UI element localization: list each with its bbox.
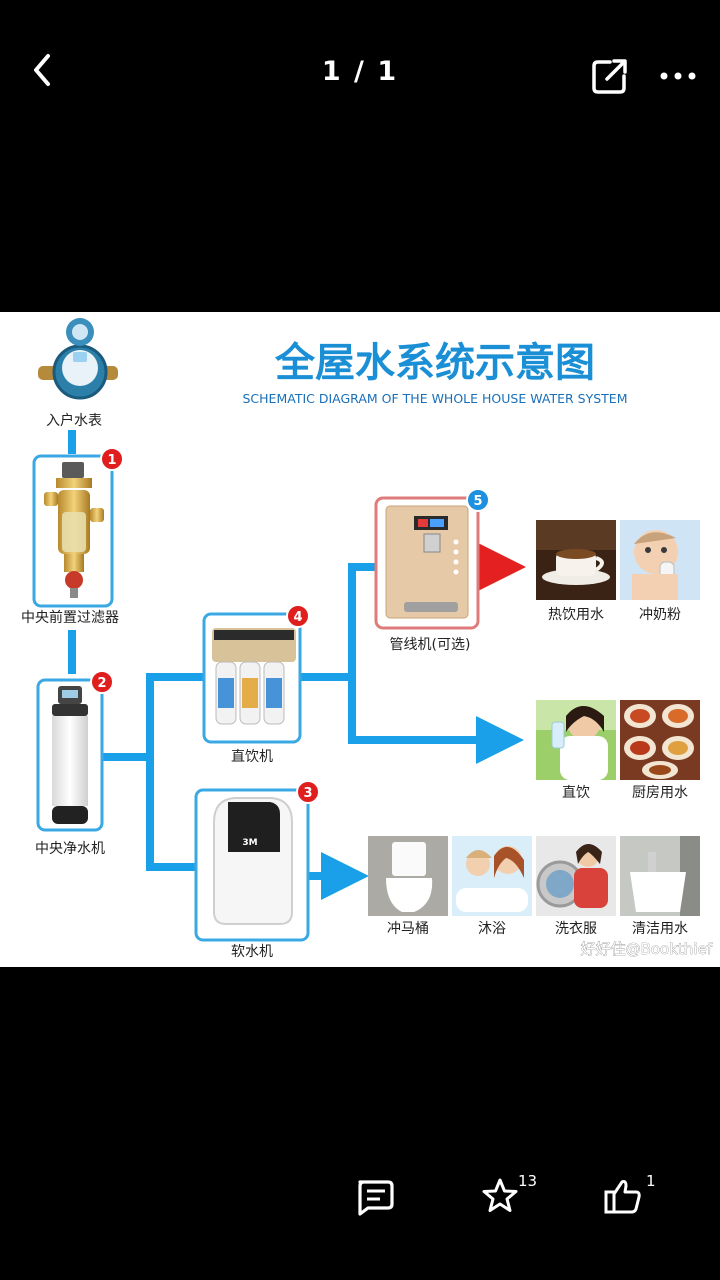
photo-toilet [368,836,448,916]
central-purifier-badge-number: 2 [97,676,106,691]
label-baby-milk: 冲奶粉 [639,607,681,623]
share-button[interactable] [590,56,630,96]
back-button[interactable] [24,50,64,90]
chevron-left-icon [34,54,50,86]
photo-cleaning [620,836,700,916]
more-options-button[interactable] [656,56,700,96]
star-icon [482,1178,518,1212]
label-laundry: 洗衣服 [555,921,597,937]
favorite-button[interactable] [476,1172,536,1222]
favorite-count: 13 [518,1172,538,1190]
pipeline-label: 管线机(可选) [390,637,471,653]
like-count: 1 [646,1172,656,1190]
share-icon [592,59,627,94]
central-purifier-label: 中央净水机 [35,841,105,857]
like-button[interactable] [600,1172,660,1222]
comment-button[interactable] [350,1172,410,1222]
top-bar: 1 / 1 [0,0,720,150]
softener-brand: 3M [242,838,257,848]
prefilter-badge [100,447,124,471]
photo-laundry [536,836,616,916]
photo-direct-drink [536,700,616,780]
diagram-subtitle: SCHEMATIC DIAGRAM OF THE WHOLE HOUSE WAT… [243,391,628,406]
softener-label: 软水机 [231,944,273,960]
photo-kitchen [620,700,700,780]
label-cleaning: 清洁用水 [632,921,688,937]
pipeline-badge [466,488,490,512]
pipes [68,430,500,871]
label-bath: 沐浴 [478,921,506,937]
drinker-label: 直饮机 [231,748,273,765]
label-direct-drink: 直饮 [562,784,590,801]
water-system-diagram: 全屋水系统示意图 SCHEMATIC DIAGRAM OF THE WHOLE … [21,318,713,960]
diagram-title: 全屋水系统示意图 [274,340,595,386]
drinker-badge-number: 4 [293,610,302,625]
label-hot-drink: 热饮用水 [548,607,604,623]
softener-badge [296,780,320,804]
prefilter-label: 中央前置过滤器 [21,609,119,626]
softener-icon: 3M [213,797,293,925]
bottom-action-bar: 13 1 [0,1150,720,1240]
water-meter-label: 入户水表 [46,412,102,429]
photo-bath [452,836,532,916]
watermark: 好好住@Bookthief [581,940,713,958]
central-purifier-badge [90,670,114,694]
photo-baby-milk [620,520,700,600]
pipeline-badge-number: 5 [473,494,482,509]
comment-icon [358,1180,394,1216]
prefilter-badge-number: 1 [107,453,116,468]
drinker-icon [212,628,296,725]
pipeline-icon [385,505,469,619]
label-toilet: 冲马桶 [387,921,429,937]
photo-hot-drink [536,520,616,600]
central-purifier-icon [52,686,88,824]
water-meter-icon [38,318,118,400]
more-icon [660,72,696,80]
prefilter-icon [44,462,104,598]
label-kitchen: 厨房用水 [632,785,688,801]
softener-badge-number: 3 [303,786,312,801]
drinker-badge [286,604,310,628]
page-counter: 1 / 1 [321,56,399,87]
thumbs-up-icon [604,1180,641,1214]
image-viewer[interactable]: 全屋水系统示意图 SCHEMATIC DIAGRAM OF THE WHOLE … [0,312,720,967]
